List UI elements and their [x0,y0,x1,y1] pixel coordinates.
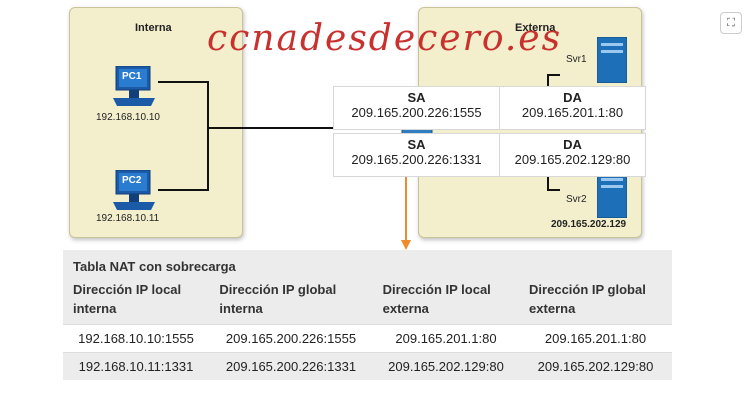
packet1-da-box: DA 209.165.201.1:80 [499,86,646,130]
pc-icon [113,170,155,210]
pc2-link [158,128,209,191]
svr1-label: Svr1 [566,54,587,65]
pc-icon [113,66,155,106]
table-cell: 192.168.10.10:1555 [78,331,194,346]
nat-table-title: Tabla NAT con sobrecarga [73,259,236,274]
pc2-label: PC2 [122,175,142,186]
server-icon [597,172,627,218]
svr2-label: Svr2 [566,194,587,205]
inside-network-panel: Interna [69,7,243,238]
table-cell: 209.165.201.1:80 [395,331,497,346]
header-outside-local: Dirección IP local externa [382,282,491,316]
packet2-da-label: DA [563,137,582,152]
svr2-ip: 209.165.202.129 [551,219,627,230]
pc1-label: PC1 [122,71,142,82]
packet1-da-label: DA [563,90,582,105]
table-row: 192.168.10.10:1555 209.165.200.226:1555 … [63,324,672,353]
header-inside-global: Dirección IP global interna [219,282,337,316]
table-cell: 192.168.10.11:1331 [78,359,194,374]
pc2-ip: 192.168.10.11 [96,213,160,224]
watermark: ccnadesdecero.es [207,18,563,59]
packet1-sa-box: SA 209.165.200.226:1555 [333,86,500,130]
nat-table: Tabla NAT con sobrecarga Dirección IP lo… [63,250,672,380]
translation-arrow-head [401,240,411,250]
packet2-sa-box: SA 209.165.200.226:1331 [333,133,500,177]
header-outside-global: Dirección IP global externa [529,282,646,316]
header-inside-local: Dirección IP local interna [73,282,182,316]
table-cell: 209.165.200.226:1555 [225,331,357,346]
packet2-da-value: 209.165.202.129:80 [514,152,631,167]
table-cell: 209.165.202.129:80 [537,359,654,374]
pc1-ip: 192.168.10.10 [96,112,160,123]
server-icon [597,37,627,83]
packet2-sa-label: SA [407,137,426,152]
pc1-link [158,81,330,129]
nat-table-header: Dirección IP local interna Dirección IP … [63,280,672,324]
table-cell: 209.165.202.129:80 [388,359,504,374]
packet2-sa-value: 209.165.200.226:1331 [351,152,482,167]
inside-title: Interna [135,22,172,34]
expand-button[interactable]: ⛶ [720,12,742,34]
expand-icon: ⛶ [727,17,735,29]
table-cell: 209.165.200.226:1331 [225,359,357,374]
table-cell: 209.165.201.1:80 [544,331,647,346]
packet1-sa-label: SA [407,90,426,105]
svr2-link [547,176,560,191]
packet1-da-value: 209.165.201.1:80 [521,105,624,120]
packet2-da-box: DA 209.165.202.129:80 [499,133,646,177]
packet1-sa-value: 209.165.200.226:1555 [351,105,482,120]
outside-title: Externa [515,22,556,34]
table-row: 192.168.10.11:1331 209.165.200.226:1331 … [63,353,672,380]
